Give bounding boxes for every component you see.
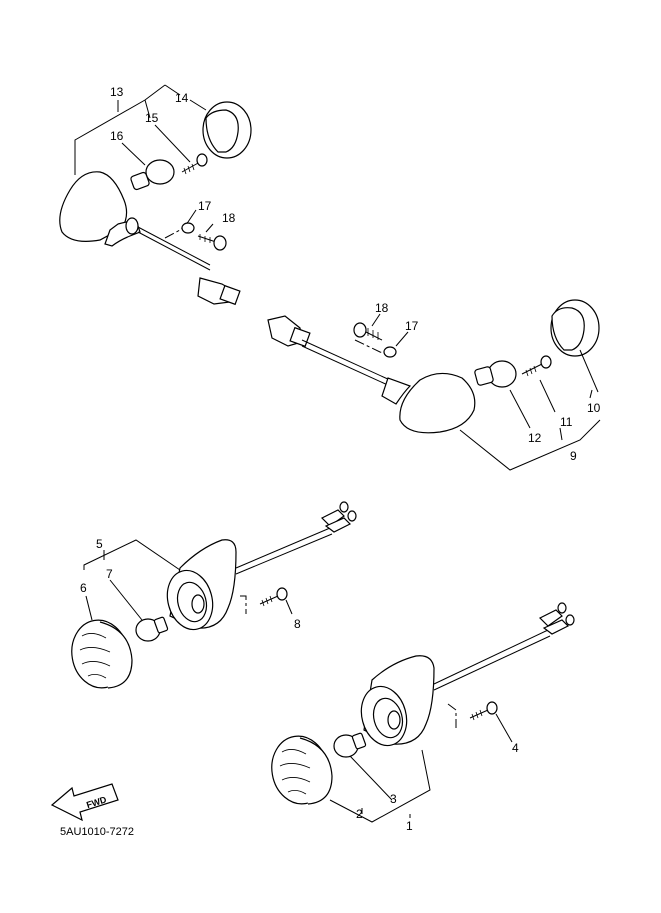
callout-6: 6 — [80, 581, 87, 595]
turn-signal-assembly-front-left — [59, 171, 241, 306]
callout-17-top: 17 — [198, 199, 212, 213]
forward-arrow-icon: FWD — [50, 783, 119, 822]
lens-6 — [71, 619, 133, 689]
callout-15: 15 — [145, 111, 159, 125]
lens-14 — [202, 101, 252, 159]
callout-12: 12 — [528, 431, 542, 445]
callout-4: 4 — [512, 741, 519, 755]
callout-1: 1 — [406, 819, 413, 833]
callout-3: 3 — [390, 792, 397, 806]
turn-signal-assembly-rear-right — [360, 602, 575, 747]
lens-10 — [550, 299, 600, 357]
callout-9: 9 — [570, 449, 577, 463]
callout-10: 10 — [587, 401, 601, 415]
turn-signal-assembly-rear-left — [166, 501, 357, 631]
callout-5: 5 — [96, 537, 103, 551]
screw-18-middle — [353, 322, 383, 341]
bulb-12 — [474, 360, 517, 388]
screw-8 — [259, 587, 288, 607]
callout-16: 16 — [110, 129, 124, 143]
callout-8: 8 — [294, 617, 301, 631]
bulb-7 — [135, 616, 169, 642]
callout-2: 2 — [356, 807, 363, 821]
screw-15 — [181, 153, 208, 175]
turn-signal-assembly-front-right — [267, 315, 476, 434]
washer-17-top — [181, 222, 195, 234]
washer-17-middle — [383, 346, 397, 358]
callout-11: 11 — [560, 415, 573, 429]
callout-labels: 13 14 15 16 17 18 18 17 10 11 12 9 5 6 7… — [80, 85, 601, 833]
callout-14: 14 — [175, 91, 189, 105]
screw-4 — [469, 701, 498, 721]
screw-11 — [521, 355, 552, 377]
callout-13: 13 — [110, 85, 124, 99]
bulb-16 — [130, 159, 175, 191]
callout-18-middle: 18 — [375, 301, 389, 315]
callout-18-top: 18 — [222, 211, 236, 225]
diagram-code: 5AU1010-7272 — [60, 826, 134, 838]
leader-lines — [74, 84, 601, 823]
bulb-3 — [333, 732, 367, 758]
callout-7: 7 — [106, 567, 113, 581]
lens-2 — [271, 735, 333, 805]
screw-18-top — [197, 234, 227, 251]
callout-17-middle: 17 — [405, 319, 419, 333]
